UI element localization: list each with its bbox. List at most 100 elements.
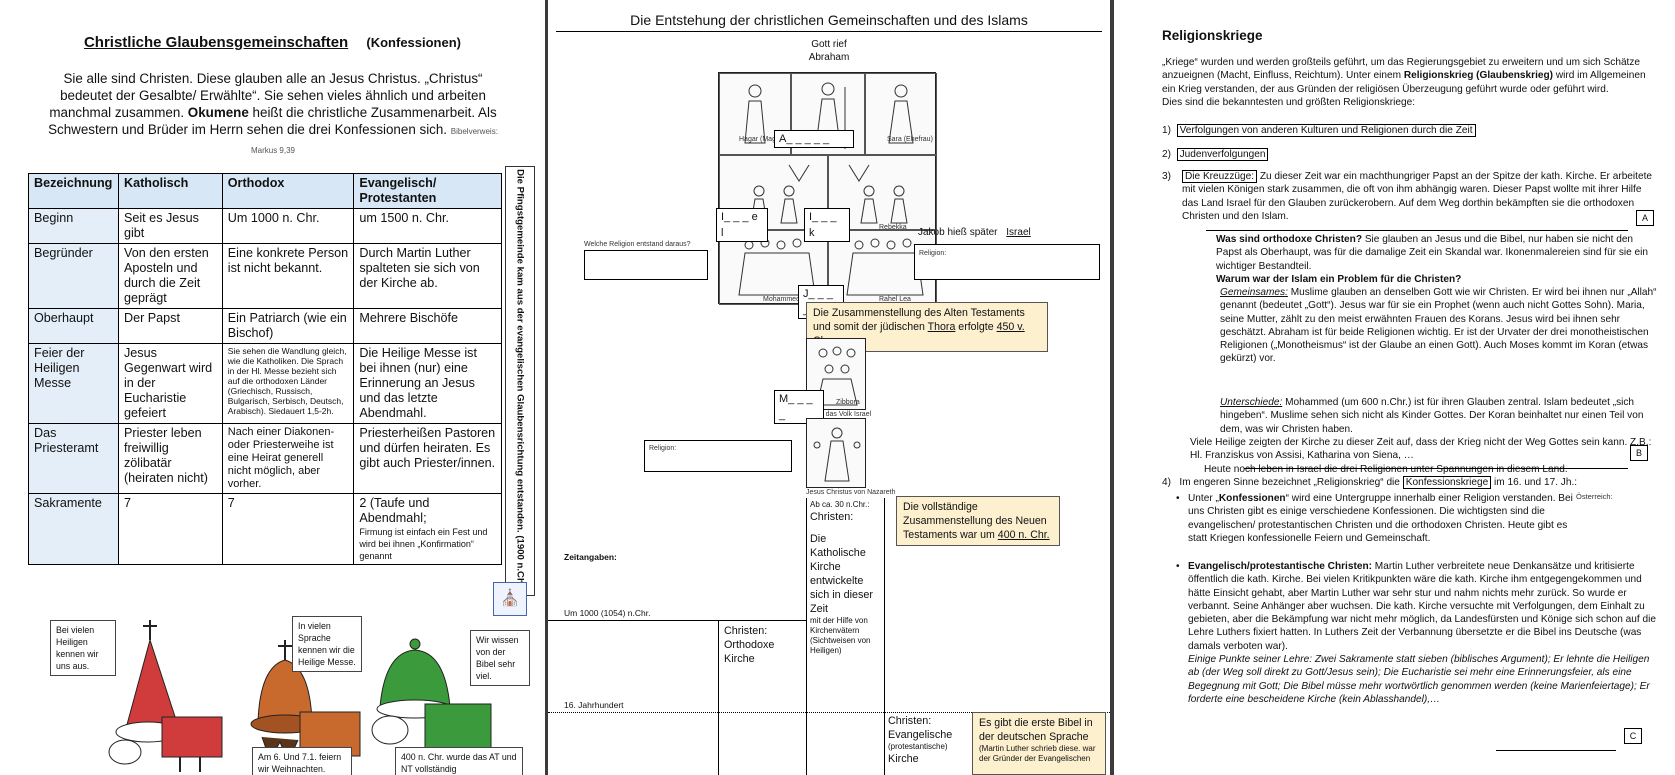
table-cell: Beginn [28,208,119,244]
table-row: Sakramente 7 7 2 (Taufe und Abendmahl; F… [28,493,502,565]
speech-bubble: Bei vielen Heiligen kennen wir uns aus. [50,620,116,676]
table-row: Begründer Von den ersten Aposteln und du… [28,243,502,309]
table-cell: Der Papst [117,308,223,344]
religionskriege-intro: „Kriege“ wurden und werden großteils gef… [1162,57,1646,108]
list-item: 1) Verfolgungen von anderen Kulturen und… [1162,124,1657,137]
table-row: Beginn Seit es Jesus gibt Um 1000 n. Chr… [28,208,502,244]
worksheet-entstehung: Die Entstehung der christlichen Gemeinsc… [548,0,1110,775]
jesus-picture [806,418,866,488]
timeline-divider [718,620,719,775]
table-header-row: Bezeichnung Katholisch Orthodox Evangeli… [28,173,502,209]
table-cell: Durch Martin Luther spalteten sie sich v… [353,243,502,309]
answer-box-c[interactable]: C [1624,728,1642,744]
table-cell: Begründer [28,243,119,309]
islam-common-points: Gemeinsames: Muslime glauben an denselbe… [1220,287,1657,365]
figures-drawing [738,82,924,296]
page2-title: Die Entstehung der christlichen Gemeinsc… [556,12,1102,32]
list-item: 3) Die Kreuzzüge: Zu dieser Zeit war ein… [1162,170,1652,222]
speech-bubble: Am 6. Und 7.1. feiern wir Weihnachten. [252,747,352,775]
table-cell: Um 1000 n. Chr. [221,208,355,244]
table-cell: Priester leben freiwillig zölibatär (hei… [117,423,223,494]
god-called-abraham: Gott rief Abraham [808,39,850,63]
orthodox-church-text: Christen: Orthodoxe Kirche [724,625,775,665]
timeline-divider [884,498,885,775]
picture-cell [791,73,865,155]
page3-title: Religionskriege [1162,28,1263,43]
table-cell: 2 (Taufe und Abendmahl; Firmung ist einf… [353,493,502,565]
evangelical-explanation: • Evangelisch/protestantische Christen: … [1176,561,1656,705]
picture-cell [719,230,828,305]
table-cell: Das Priesteramt [28,423,119,494]
religion-answer-box-christentum[interactable]: Religion: [644,440,792,472]
picture-cell [719,73,791,155]
table-cell: um 1500 n. Chr. [353,208,502,244]
table-row: Das Priesteramt Priester leben freiwilli… [28,423,502,494]
evangelical-figure-icon [371,638,492,749]
crowd-drawing [816,346,858,406]
table-header: Bezeichnung [28,173,119,209]
moses-picture [806,338,866,410]
table-cell: Priesterheißen Pastoren und dürfen heira… [353,423,502,494]
answer-box-a[interactable]: A [1636,210,1654,226]
timeline-divider [806,498,807,775]
table-cell: Mehrere Bischöfe [353,308,502,344]
table-cell: Feier der Heiligen Messe [28,343,119,424]
table-header: Evangelisch/ Protestanten [353,173,502,209]
table-cell: Die Heilige Messe ist bei ihnen (nur) ei… [353,343,502,424]
divider-line [1244,468,1628,469]
worksheet-religionskriege: Religionskriege „Kriege“ wurden und werd… [1116,0,1675,775]
table-header: Orthodox [221,173,355,209]
table-cell: Ein Patriarch (wie ein Bischof) [221,308,355,344]
catholic-church-text: Ab ca. 30 n.Chr.: Christen: Die Katholis… [810,500,874,655]
timeline-line [718,620,806,621]
list-item: 4) Im engeren Sinne bezeichnet „Religion… [1162,476,1578,489]
orthodox-question: Was sind orthodoxe Christen? Sie glauben… [1216,234,1649,285]
cartoon-strip: Bei vielen Heiligen kennen wir uns aus. … [30,612,530,775]
divider-line [1496,750,1616,751]
table-row: Feier der Heiligen Messe Jesus Gegenwart… [28,343,502,424]
picture-cell [828,155,937,230]
answer-box-b[interactable]: B [1630,445,1648,461]
page-separator [545,0,548,775]
table-cell: Jesus Gegenwart wird in der Eucharistie … [117,343,223,424]
genealogy-picture: Hagar (Magd) Sara (Ehefrau) Rebekka Rahe… [718,72,937,305]
picture-cell [719,155,828,230]
konfessionen-table: Bezeichnung Katholisch Orthodox Evangeli… [28,173,502,565]
page1-title: Christliche Glaubensgemeinschaften (Konf… [83,34,462,51]
orthodox-figure-icon [250,640,361,764]
table-cell: Sakramente [28,493,119,565]
religion-answer-box-judentum[interactable]: Religion: [914,244,1100,280]
table-cell: Seit es Jesus gibt [117,208,223,244]
table-cell: Oberhaupt [28,308,119,344]
timeline-line [548,620,718,621]
jakob-israel-note: Jakob hieß später Israel [918,227,1031,238]
note-german-bible: Es gibt die erste Bibel in der deutschen… [972,712,1106,775]
jesus-drawing [813,427,861,482]
table-cell: 7 [221,493,355,565]
worksheet-konfessionen: Christliche Glaubensgemeinschaften (Konf… [0,0,545,775]
answer-box-isaak[interactable]: I_ _ _ k [804,208,850,242]
page1-intro: Sie alle sind Christen. Diese glauben al… [48,71,498,155]
table-cell: Sie sehen die Wandlung gleich, wie die K… [221,343,355,424]
page-separator [1110,0,1114,775]
religion-answer-box-islam[interactable] [584,250,708,280]
table-cell: Nach einer Diakonen- oder Priesterweihe … [221,423,355,494]
answer-box-ismael[interactable]: I_ _ _ e l [716,208,768,242]
table-cell: Eine konkrete Person ist nicht bekannt. [221,243,355,309]
answer-box-moses[interactable]: M_ _ _ _ [774,390,824,424]
cartoon-drawings [108,620,492,772]
speech-bubble: Wir wissen von der Bibel sehr viel. [470,630,530,686]
picture-cell [865,73,937,155]
table-header: Katholisch [117,173,223,209]
table-cell: Von den ersten Aposteln und durch die Ze… [117,243,223,309]
answer-box-abraham[interactable]: A_ _ _ _ _ [774,130,854,148]
list-item: 2) Judenverfolgungen [1162,148,1657,161]
timeline-line [548,712,1110,713]
note-old-testament: Die Zusammenstellung des Alten Testament… [806,302,1048,352]
table-cell: 7 [117,493,223,565]
divider-line [1206,230,1628,231]
saints-note: Viele Heilige zeigten der Kirche zu dies… [1190,437,1652,475]
evangelical-church-text: Christen: Evangelische (protestantische)… [888,715,953,765]
konfessionen-explanation: • Unter „Konfessionen“ wird eine Untergr… [1176,493,1573,544]
pfingstgemeinde-side-note: Die Pfingstgemeinde kam aus der evangeli… [505,166,535,596]
